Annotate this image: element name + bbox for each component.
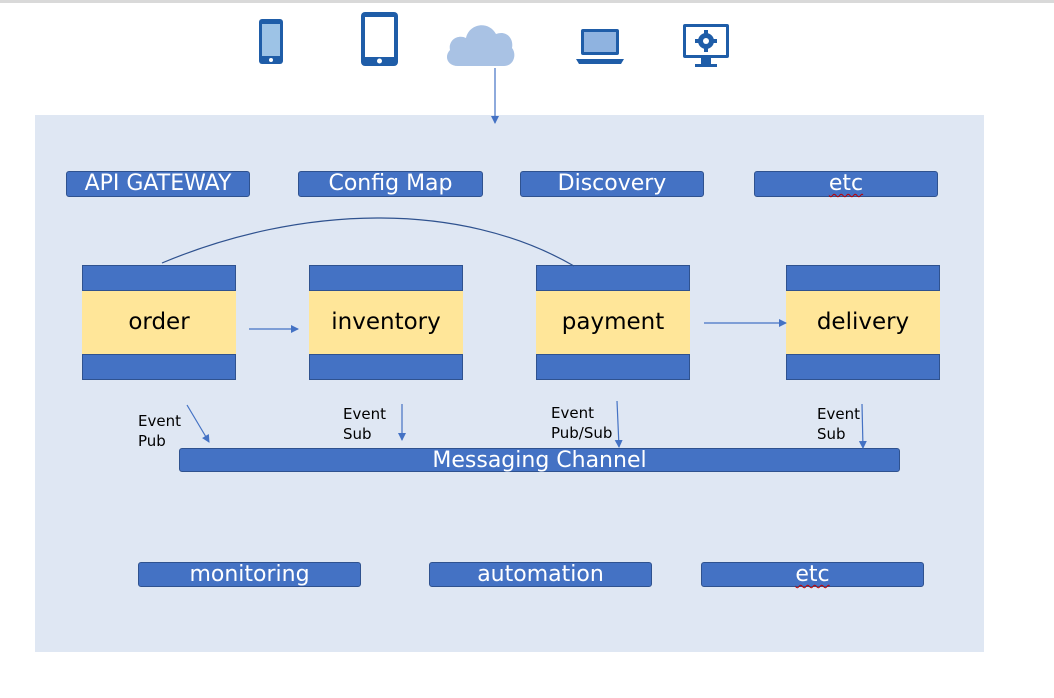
api-gateway-block: API GATEWAY	[66, 171, 250, 197]
order-event-pub-arrow	[186, 404, 210, 443]
ops-etc-block: etc	[701, 562, 924, 587]
config-map-block: Config Map	[298, 171, 483, 197]
service-top-bar	[82, 265, 236, 291]
automation-block: automation	[429, 562, 652, 587]
order-payment-arc	[161, 217, 575, 267]
service-payment: payment	[536, 265, 690, 380]
messaging-channel-block: Messaging Channel	[179, 448, 900, 473]
service-delivery: delivery	[786, 265, 940, 380]
delivery-event-sub-arrow	[858, 403, 867, 449]
ops-etc-label: etc	[795, 562, 830, 587]
infra-etc-block: etc	[754, 171, 938, 197]
service-top-bar	[309, 265, 463, 291]
service-bottom-bar	[309, 354, 463, 380]
payment-event-pubsub-arrow	[614, 400, 623, 448]
service-label: delivery	[786, 291, 940, 354]
service-label: inventory	[309, 291, 463, 354]
service-label: order	[82, 291, 236, 354]
service-top-bar	[536, 265, 690, 291]
laptop-icon	[576, 29, 624, 64]
event-label-payment: Event Pub/Sub	[551, 404, 613, 442]
tablet-icon	[361, 12, 398, 66]
service-order: order	[82, 265, 236, 380]
event-label-order: Event Pub	[138, 412, 181, 450]
monitoring-block: monitoring	[138, 562, 361, 587]
monitor-settings-icon	[683, 24, 729, 67]
service-bottom-bar	[786, 354, 940, 380]
cloud-icon	[446, 25, 515, 66]
event-label-delivery: Event Sub	[817, 405, 860, 443]
window-top-border	[0, 0, 1054, 3]
service-label: payment	[536, 291, 690, 354]
event-label-inventory: Event Sub	[343, 405, 386, 443]
service-inventory: inventory	[309, 265, 463, 380]
service-bottom-bar	[82, 354, 236, 380]
service-top-bar	[786, 265, 940, 291]
discovery-block: Discovery	[520, 171, 704, 197]
smartphone-icon	[259, 19, 283, 64]
infra-etc-label: etc	[828, 171, 864, 196]
service-bottom-bar	[536, 354, 690, 380]
